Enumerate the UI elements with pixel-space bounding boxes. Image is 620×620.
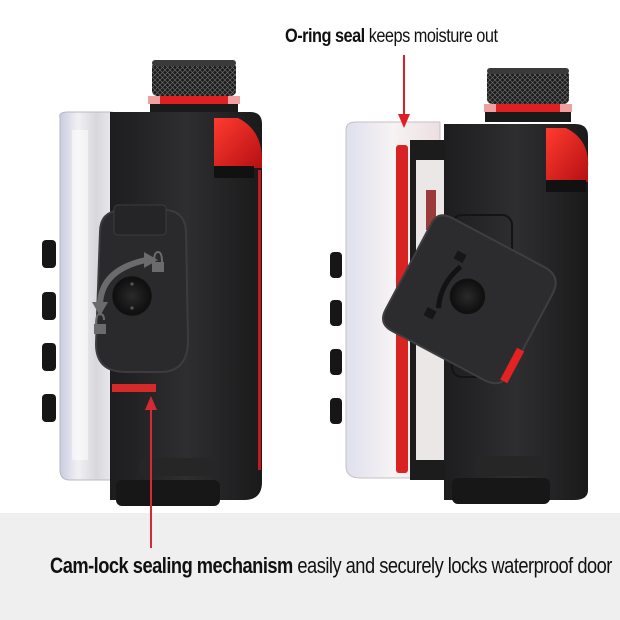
cam-lock-caption: Cam-lock sealing mechanism easily and se… xyxy=(50,553,612,579)
o-ring-seal-caption-text: keeps moisture out xyxy=(364,26,498,47)
caption-background-panel xyxy=(0,513,620,620)
o-ring-seal-caption-bold: O-ring seal xyxy=(285,26,365,47)
o-ring-callout-arrow xyxy=(398,55,410,128)
housing-closed-view xyxy=(42,60,262,506)
cam-lock-caption-bold: Cam-lock sealing mechanism xyxy=(50,553,293,578)
cam-lock-caption-text: easily and securely locks waterproof doo… xyxy=(292,553,612,578)
o-ring-seal-caption: O-ring seal keeps moisture out xyxy=(285,26,498,48)
cam-lock-callout-arrow xyxy=(145,396,157,548)
housing-open-view xyxy=(330,68,589,504)
